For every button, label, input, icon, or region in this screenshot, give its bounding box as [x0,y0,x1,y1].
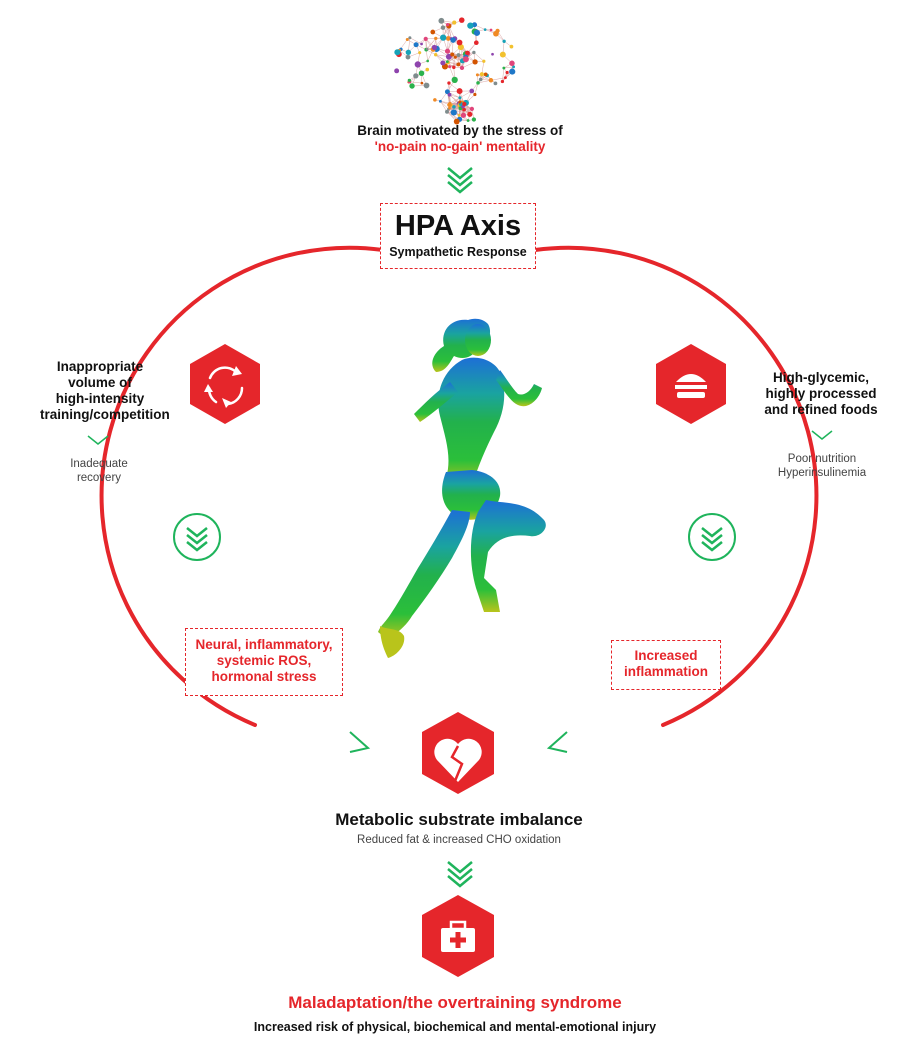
chevron-down-icon [87,435,109,445]
outcome-title: Maladaptation/the overtraining syndrome [288,993,622,1012]
left-branch-title-line: volume of [68,374,132,390]
right-branch-subtitle-line: Poor nutrition [787,453,857,465]
right-branch-subtitle: Poor nutrition Hyperinsulinemia [766,453,878,480]
arc-arrowhead-right [546,731,568,753]
left-stress-box-line: systemic ROS, [216,653,312,668]
left-branch-subtitle: Inadequate recovery [50,458,148,485]
brain-caption: Brain motivated by the stress of 'no-pai… [357,123,563,155]
left-branch-title-line: high-intensity [55,390,145,406]
metabolic-subtitle: Reduced fat & increased CHO oxidation [357,834,561,846]
broken-heart-icon [422,712,494,794]
circle-chevron-icon [173,513,221,561]
left-branch-subtitle-line: recovery [76,471,122,484]
outcome-subtitle: Increased risk of physical, biochemical … [253,1020,657,1034]
right-inflammation-box-line: Increased [634,648,698,663]
chevron-down-icon [447,167,473,194]
chevron-down-icon [811,430,833,440]
right-branch-title-line: and refined foods [764,401,878,417]
brain-caption-line2: 'no-pain no-gain' mentality [374,138,546,154]
cycle-arrows-icon [190,344,260,424]
left-branch-title-line: Inappropriate [56,359,144,374]
right-branch-title-line: highly processed [765,385,877,401]
brain-network-icon [394,17,516,125]
running-woman-silhouette [378,318,546,658]
left-branch-subtitle-line: Inadequate [70,458,128,470]
arc-arrowhead-left [349,731,371,753]
first-aid-kit-icon [422,895,494,977]
circle-chevron-icon [688,513,736,561]
right-branch-title: High-glycemic, highly processed and refi… [756,370,886,418]
right-branch-title-line: High-glycemic, [772,370,870,385]
right-inflammation-box-line: inflammation [623,664,708,679]
hpa-axis-subtitle: Sympathetic Response [389,245,527,259]
metabolic-title: Metabolic substrate imbalance [335,810,583,829]
hpa-axis-box: HPA Axis Sympathetic Response [380,203,536,269]
right-inflammation-box: Increased inflammation [611,640,721,690]
burger-icon [656,344,726,424]
left-stress-box-line: Neural, inflammatory, [195,637,333,652]
hpa-axis-title: HPA Axis [394,210,522,242]
left-stress-box: Neural, inflammatory, systemic ROS, horm… [185,628,343,696]
chevron-down-icon [447,861,473,888]
cycle-arc [99,245,819,727]
left-branch-title: Inappropriate volume of high-intensity t… [40,359,170,423]
right-branch-subtitle-line: Hyperinsulinemia [777,466,867,479]
left-branch-title-line: training/competition [40,406,170,422]
brain-caption-line1: Brain motivated by the stress of [357,123,563,138]
left-stress-box-line: hormonal stress [211,669,317,684]
